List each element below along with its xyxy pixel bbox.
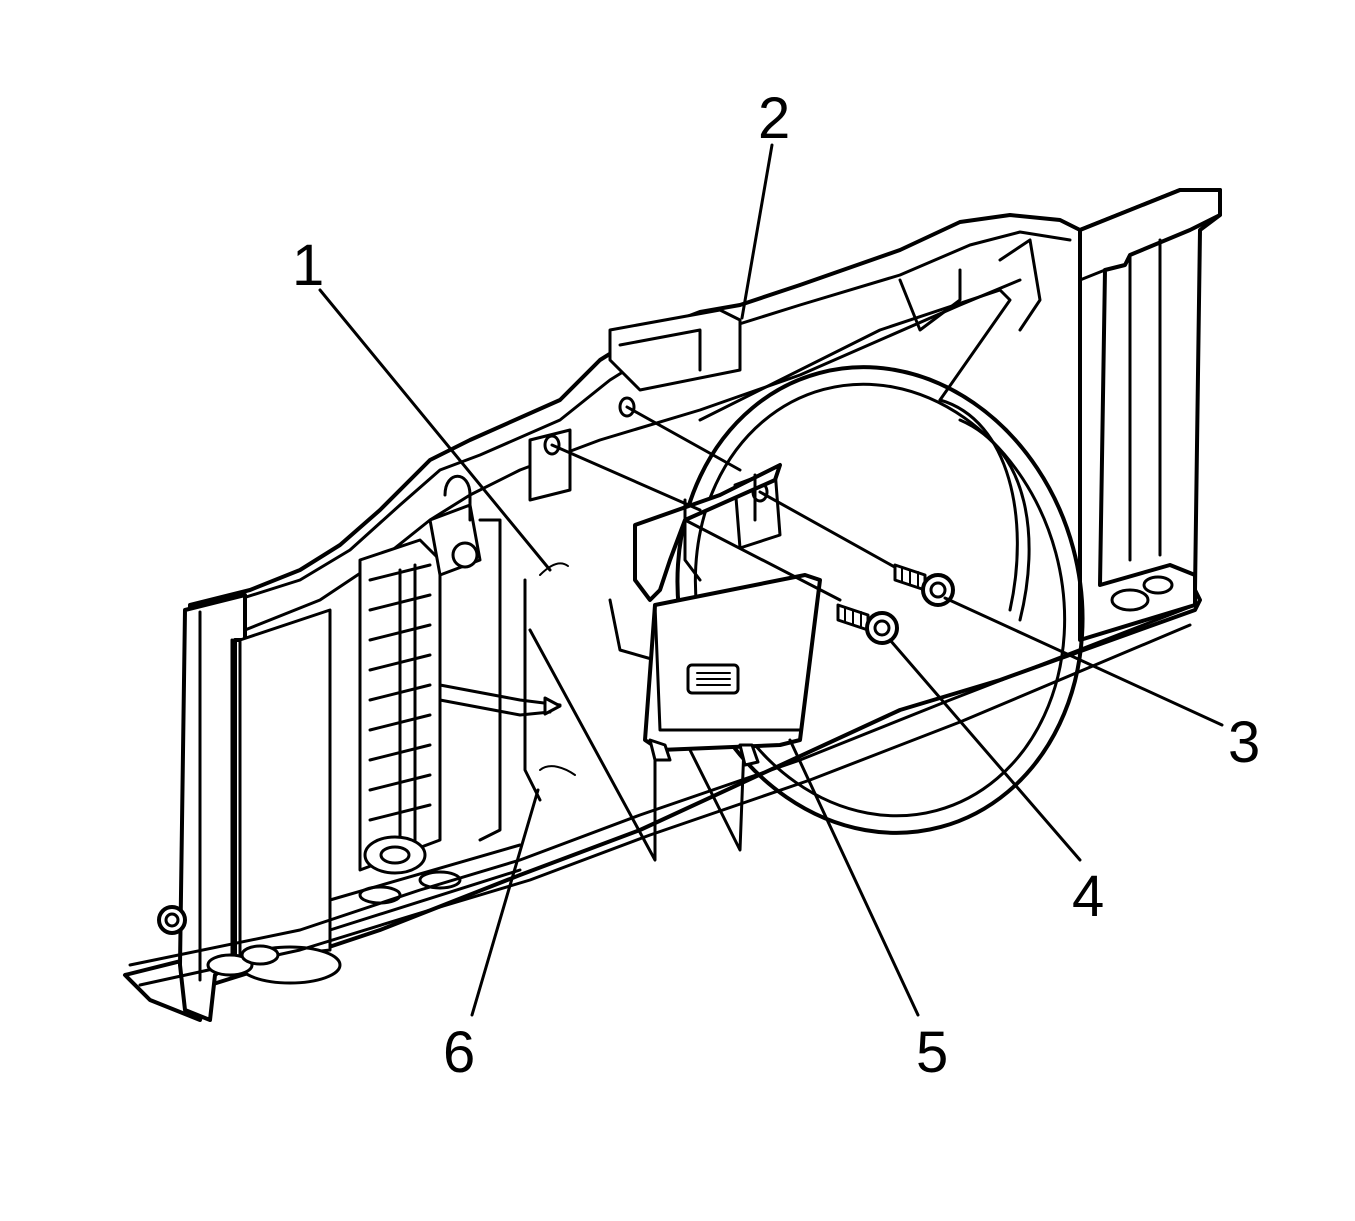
fan-motor-assembly xyxy=(328,474,562,932)
callout-4: 4 xyxy=(1072,864,1104,929)
callout-3: 3 xyxy=(1228,710,1260,775)
leader-line-5 xyxy=(788,738,920,1017)
callout-5: 5 xyxy=(916,1020,948,1085)
callout-labels: 1 2 3 4 5 6 xyxy=(292,86,1260,1085)
leader-line-3 xyxy=(943,596,1224,727)
leader-line-1 xyxy=(318,288,552,572)
callout-1: 1 xyxy=(292,233,324,298)
bolt-alignment-lines xyxy=(550,405,902,602)
leader-line-6 xyxy=(470,788,540,1017)
bolt-lower xyxy=(836,603,899,645)
callout-6: 6 xyxy=(443,1020,475,1085)
leader-line-2 xyxy=(740,143,774,320)
leader-line-4 xyxy=(888,638,1082,862)
leader-lines xyxy=(318,143,1224,1017)
callout-2: 2 xyxy=(758,86,790,151)
